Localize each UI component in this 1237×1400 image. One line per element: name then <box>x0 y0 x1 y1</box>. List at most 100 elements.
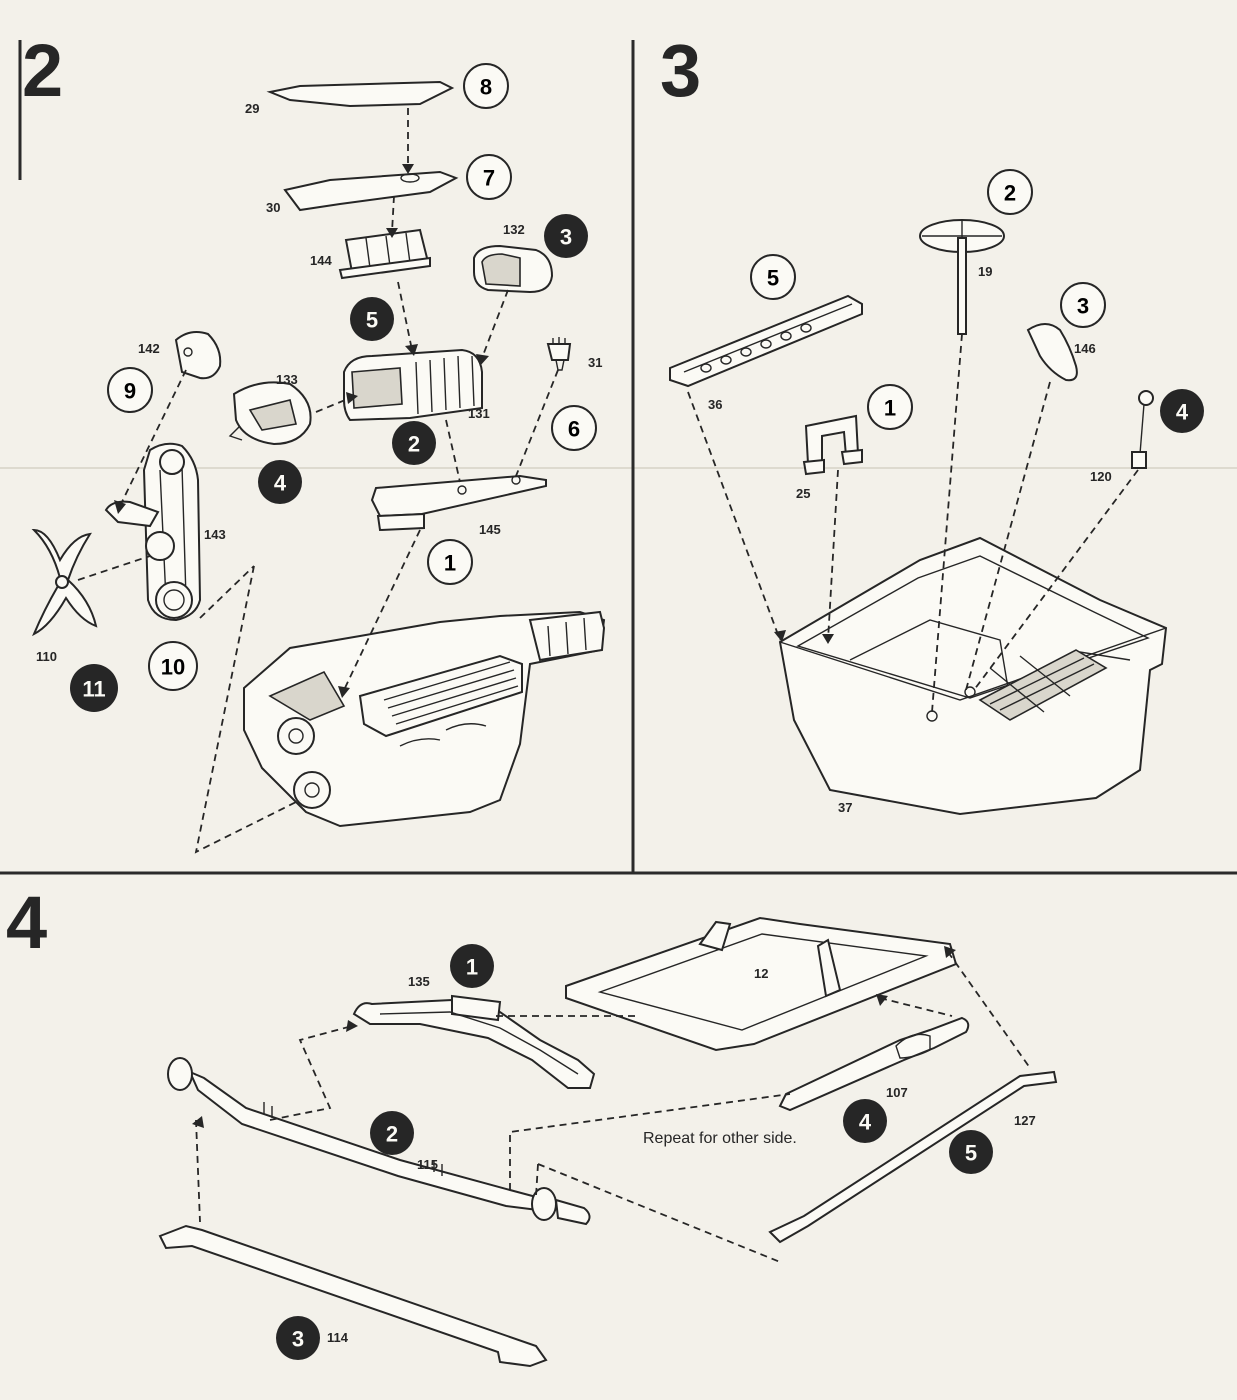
callout-number: 3 <box>1077 294 1089 319</box>
part-label-127: 127 <box>1014 1113 1036 1128</box>
part-label-31: 31 <box>588 355 602 370</box>
step-callout-11-filled: 11 <box>70 664 118 712</box>
arrow-head <box>402 164 414 174</box>
arrow-head <box>774 630 786 642</box>
callout-number: 4 <box>1176 400 1189 425</box>
arrow-head <box>192 1116 204 1128</box>
step-callout-5-filled: 5 <box>949 1130 993 1174</box>
part-114-tie-rod <box>158 1224 548 1368</box>
section-numbers: 2 3 4 <box>6 29 701 964</box>
part-132-scoop-opening <box>481 253 521 287</box>
step-callout-4-filled: 4 <box>1160 389 1204 433</box>
part-30-air-cleaner-base <box>283 170 459 212</box>
part-label-146: 146 <box>1074 341 1096 356</box>
part-142-hole <box>183 347 193 357</box>
part-143-mid-pulley <box>145 531 175 561</box>
part-145-manifold-plate <box>370 474 547 518</box>
guide-127-to-12 <box>947 951 1031 1069</box>
step-callout-5-filled: 5 <box>350 297 394 341</box>
callout-circle <box>750 254 796 300</box>
callout-number: 2 <box>1004 181 1016 206</box>
part-label-107: 107 <box>886 1085 908 1100</box>
section-number-2: 2 <box>22 29 63 112</box>
part-label-131: 131 <box>468 406 490 421</box>
part-131-blower-ribs <box>415 355 475 415</box>
arrow-head <box>822 634 834 644</box>
part-label-142: 142 <box>138 341 160 356</box>
arrow-head <box>944 946 956 958</box>
part-label-145: 145 <box>479 522 501 537</box>
part-label-30: 30 <box>266 200 280 215</box>
arrow-head <box>386 228 398 238</box>
part-115-spindle <box>554 1198 591 1226</box>
engine-crank-pulley-hub <box>304 782 320 798</box>
callout-circle <box>148 641 198 691</box>
step-callout-1-filled: 1 <box>450 944 494 988</box>
callout-circle <box>1160 389 1204 433</box>
callout-circle <box>276 1316 320 1360</box>
part-37-tub-floor-mat-grid <box>989 655 1095 713</box>
part-115-axle-tabs <box>263 1102 443 1176</box>
part-107-radius-rod <box>778 1016 970 1112</box>
callout-circle <box>466 154 512 200</box>
callout-number: 1 <box>884 396 896 421</box>
part-133-housing-core <box>248 399 297 431</box>
guide-30-to-144 <box>391 195 395 233</box>
step-callout-3-filled: 3 <box>544 214 588 258</box>
callout-number: 2 <box>408 432 420 457</box>
repeat-note: Repeat for other side. <box>643 1130 797 1147</box>
guide-143-to-engine <box>194 565 301 854</box>
part-144-barrels <box>365 232 411 269</box>
callout-number: 3 <box>560 225 572 250</box>
arrow-head <box>405 344 418 356</box>
step-callout-6-open: 6 <box>551 405 597 451</box>
part-label-25: 25 <box>796 486 810 501</box>
part-label-133: 133 <box>276 372 298 387</box>
step-callout-3-filled: 3 <box>276 1316 320 1360</box>
part-12-frame-post <box>698 920 732 952</box>
part-36-rail <box>669 294 863 388</box>
callout-circle <box>107 367 153 413</box>
part-115-axle <box>188 1070 542 1212</box>
panel-4-suspension <box>158 916 1058 1368</box>
guide-133-to-131 <box>315 397 351 413</box>
guide-127-to-115 <box>535 1163 781 1263</box>
step-callout-2-filled: 2 <box>370 1111 414 1155</box>
callout-circle <box>450 944 494 988</box>
part-145-manifold-step <box>376 512 425 532</box>
arrow-head <box>876 994 888 1006</box>
guide-19-to-37 <box>931 333 963 713</box>
engine-water-pump-hub <box>288 728 304 744</box>
part-144-base-plate <box>338 256 431 280</box>
part-label-12: 12 <box>754 966 768 981</box>
step-callout-1-open: 1 <box>867 384 913 430</box>
engine-transmission-ribs <box>547 617 587 657</box>
part-25-foot-left <box>802 458 825 476</box>
step-callout-8-open: 8 <box>463 63 509 109</box>
step-callout-4-filled: 4 <box>258 460 302 504</box>
callout-circle <box>463 63 509 109</box>
part-115-left-hub <box>167 1057 193 1091</box>
part-37-tub-inner-rim <box>796 555 1150 699</box>
callout-number: 5 <box>965 1141 977 1166</box>
part-label-144: 144 <box>310 253 332 268</box>
part-120-shift-base <box>1131 451 1147 469</box>
part-120-shift-knob <box>1138 390 1154 406</box>
guide-144-to-131 <box>397 281 413 351</box>
part-143-bottom-pulley-hub <box>163 589 185 611</box>
engine-valve-cover-right <box>358 654 523 738</box>
callout-circle <box>350 297 394 341</box>
part-12-frame-inner <box>597 933 929 1031</box>
part-37-interior-tub <box>778 536 1168 816</box>
part-110-fan-hub <box>55 575 69 589</box>
callout-number: 5 <box>366 308 378 333</box>
section-number-3: 3 <box>660 29 701 112</box>
engine-exhaust-ports <box>399 723 487 747</box>
callout-circle <box>949 1130 993 1174</box>
step-callout-10-open: 10 <box>148 641 198 691</box>
engine-valve-cover-fins <box>383 661 519 725</box>
callout-number: 8 <box>480 75 492 100</box>
